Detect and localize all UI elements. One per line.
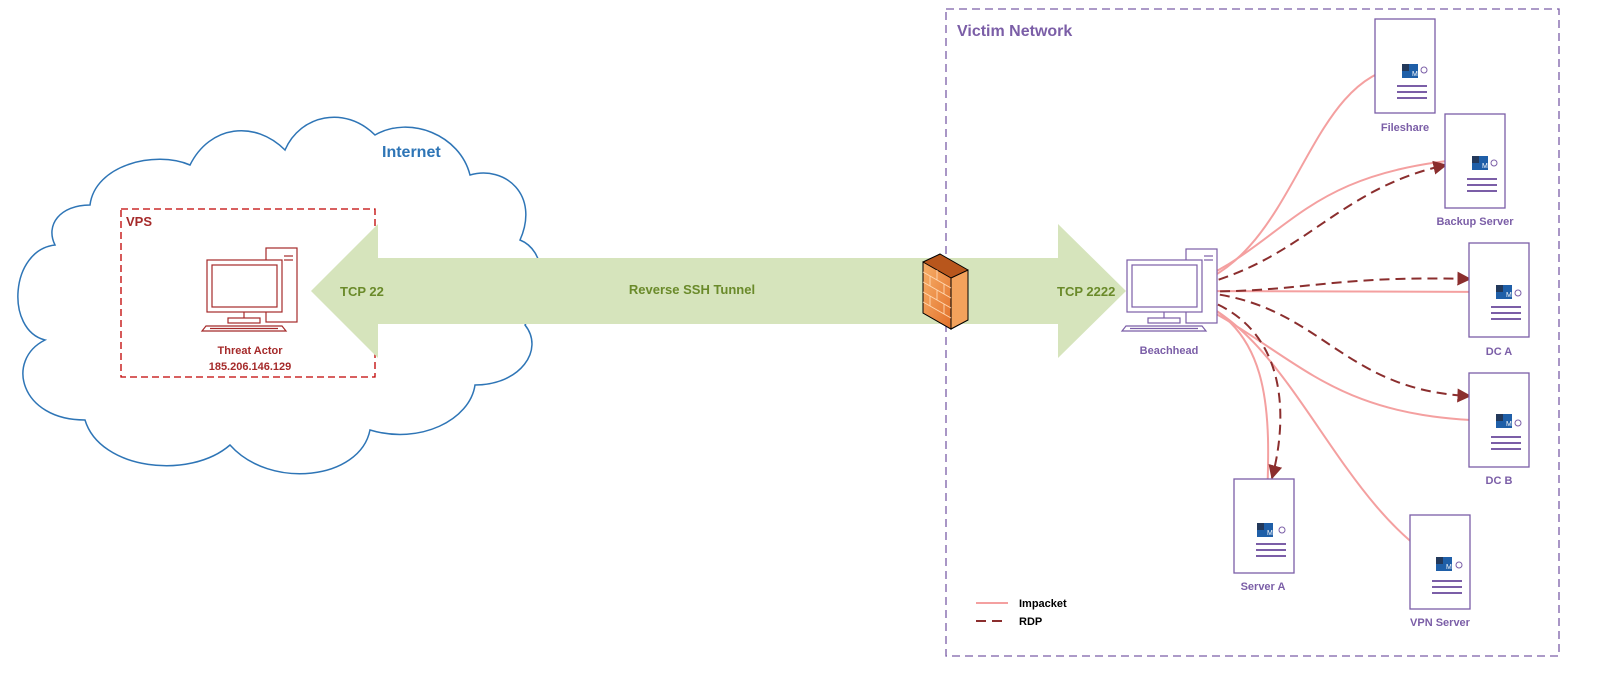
victim-border (945, 8, 1560, 657)
server-dcb[interactable]: M DC B (1468, 372, 1530, 487)
server-backup[interactable]: M Backup Server (1436, 113, 1514, 228)
svg-text:M: M (1412, 71, 1418, 78)
rdp-line-backup (1171, 160, 1448, 292)
victim-title: Victim Network (957, 23, 1072, 40)
firewall-icon (922, 253, 969, 330)
computer-icon (1120, 248, 1218, 332)
server-label: DC B (1486, 475, 1513, 487)
beachhead-node[interactable]: Beachhead (1120, 248, 1218, 357)
beachhead-label: Beachhead (1140, 345, 1199, 357)
tunnel-left-port: TCP 22 (340, 284, 384, 299)
server-label: Backup Server (1436, 216, 1514, 228)
svg-text:M: M (1267, 530, 1273, 537)
svg-text:M: M (1446, 564, 1452, 571)
server-label: VPN Server (1410, 617, 1471, 629)
svg-text:M: M (1506, 292, 1512, 299)
server-lines (1256, 543, 1286, 557)
server-label: Fileshare (1381, 122, 1429, 134)
computer-icon (200, 247, 298, 332)
server-lines (1491, 436, 1521, 450)
server-servera[interactable]: M Server A (1233, 478, 1295, 593)
server-vpn[interactable]: M VPN Server (1409, 514, 1471, 629)
svg-text:M: M (1506, 421, 1512, 428)
rdp-line-dcb (1171, 289, 1472, 403)
legend-impacket-label: Impacket (1019, 598, 1067, 610)
server-lines (1491, 306, 1521, 320)
vps-border (120, 208, 376, 378)
server-label: Server A (1241, 581, 1286, 593)
threat-actor-ip: 185.206.146.129 (209, 361, 292, 373)
app-badge-icon: M (1402, 64, 1428, 78)
tunnel-right-port: TCP 2222 (1057, 284, 1115, 299)
impacket-line-backup (1171, 151, 1482, 292)
threat-actor-label: Threat Actor (218, 345, 284, 357)
tunnel-label: Reverse SSH Tunnel (629, 282, 755, 297)
victim-network-box: Victim Network (945, 8, 1560, 657)
legend-rdp-label: RDP (1019, 616, 1042, 628)
app-badge-icon: M (1496, 285, 1522, 299)
vps-title: VPS (126, 214, 152, 229)
tunnel-arrow: TCP 22 Reverse SSH Tunnel TCP 2222 (311, 224, 1126, 358)
server-dca[interactable]: M DC A (1468, 242, 1530, 358)
tunnel-shape (311, 224, 1126, 358)
app-badge-icon: M (1496, 414, 1522, 428)
app-badge-icon: M (1472, 156, 1498, 170)
rdp-line-dca (1171, 271, 1472, 293)
impacket-line-vpn (1171, 290, 1447, 567)
vps-box: VPS Threat Actor 185.206.146.129 (120, 208, 376, 378)
legend: Impacket RDP (976, 598, 1067, 628)
server-fileshare[interactable]: M Fileshare (1374, 18, 1436, 134)
server-lines (1397, 85, 1427, 99)
impacket-line-dcb (1171, 290, 1505, 428)
server-label: DC A (1486, 346, 1513, 358)
server-lines (1432, 580, 1462, 594)
internet-title: Internet (382, 144, 441, 161)
app-badge-icon: M (1257, 523, 1286, 537)
server-lines (1467, 178, 1497, 192)
svg-text:M: M (1482, 163, 1488, 170)
app-badge-icon: M (1436, 557, 1463, 571)
